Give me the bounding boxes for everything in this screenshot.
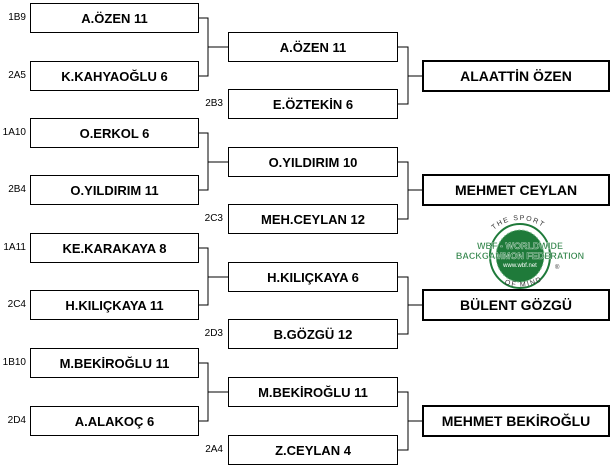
player-box: H.KILIÇKAYA 6 (228, 262, 398, 292)
match-code: 1A10 (2, 127, 26, 138)
player-box: B.GÖZGÜ 12 (228, 319, 398, 349)
player-box: H.KILIÇKAYA 11 (30, 290, 199, 320)
wbf-logo: THE SPORT WBF - WORLDWIDE BACKGAMMON FED… (456, 215, 584, 289)
player-box: KE.KARAKAYA 8 (30, 233, 199, 263)
winner-box: MEHMET BEKİROĞLU (422, 405, 610, 437)
player-box: MEH.CEYLAN 12 (228, 204, 398, 234)
player-box: A.ÖZEN 11 (30, 3, 199, 33)
player-box: E.ÖZTEKİN 6 (228, 89, 398, 119)
player-box: O.YILDIRIM 10 (228, 147, 398, 177)
match-code: 1B9 (8, 12, 26, 23)
match-code: 2B4 (8, 184, 26, 195)
winner-box: MEHMET CEYLAN (422, 174, 610, 206)
player-box: M.BEKİROĞLU 11 (30, 348, 199, 378)
match-code: 2A5 (8, 70, 26, 81)
player-box: O.ERKOL 6 (30, 118, 199, 148)
player-box: Z.CEYLAN 4 (228, 435, 398, 465)
player-box: A.ALAKOÇ 6 (30, 406, 199, 436)
logo-line1: WBF - WORLDWIDE (477, 241, 563, 251)
player-box: M.BEKİROĞLU 11 (228, 377, 398, 407)
player-box: A.ÖZEN 11 (228, 32, 398, 62)
match-code: 2A4 (205, 444, 223, 455)
logo-line2: BACKGAMMON FEDERATION (456, 251, 584, 261)
winner-box: ALAATTİN ÖZEN (422, 60, 610, 92)
match-code: 1A11 (3, 242, 26, 253)
player-box: K.KAHYAOĞLU 6 (30, 61, 199, 91)
match-code: 2D4 (7, 415, 26, 426)
match-code: 2C4 (7, 299, 26, 310)
match-code: 2B3 (205, 98, 223, 109)
svg-text:®: ® (555, 264, 560, 271)
logo-url: www.wbf.net (502, 263, 537, 269)
match-code: 2D3 (204, 328, 223, 339)
winner-box: BÜLENT GÖZGÜ (422, 289, 610, 321)
match-code: 1B10 (2, 357, 26, 368)
player-box: O.YILDIRIM 11 (30, 175, 199, 205)
match-code: 2C3 (204, 213, 223, 224)
